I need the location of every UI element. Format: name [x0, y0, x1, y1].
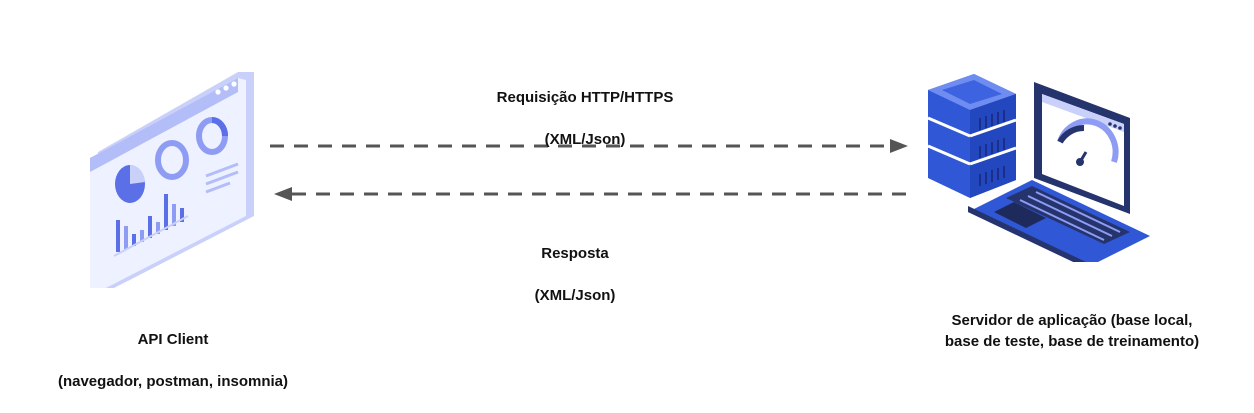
request-arrow: [270, 139, 908, 153]
api-client-dashboard-icon: [90, 72, 254, 288]
request-label-line1: Requisição HTTP/HTTPS: [496, 89, 674, 106]
server-label: Servidor de aplicação (base local, base …: [944, 312, 1200, 350]
application-server-laptop-icon: [927, 74, 1150, 262]
request-label: Requisição HTTP/HTTPS (XML/Json): [440, 66, 730, 171]
request-label-line2: (XML/Json): [544, 131, 626, 148]
api-client-label: API Client (navegador, postman, insomnia…: [28, 308, 318, 413]
response-label-line2: (XML/Json): [534, 287, 616, 304]
response-label-line1: Resposta: [541, 245, 609, 262]
response-label: Resposta (XML/Json): [440, 222, 710, 327]
api-client-label-line2: (navegador, postman, insomnia): [57, 373, 289, 390]
response-arrow: [274, 187, 912, 201]
api-client-label-line1: API Client: [137, 331, 209, 348]
